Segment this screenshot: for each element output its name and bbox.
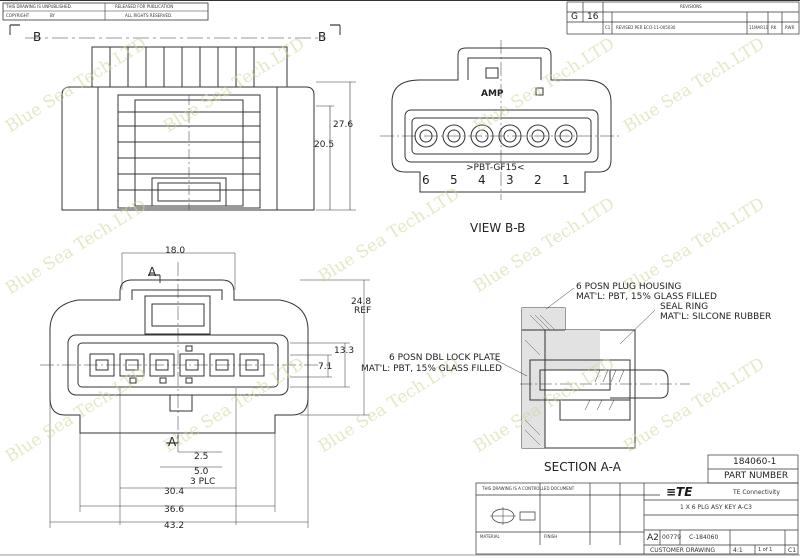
released-note: RELEASED FOR PUBLICATION (115, 4, 174, 9)
rights-note: ALL RIGHTS RESERVED. (125, 13, 173, 18)
cage-code: 00779 (662, 534, 682, 541)
rev-dist: 16 (587, 12, 599, 22)
dim-7-1: 7.1 (318, 362, 333, 372)
copyright-note: COPYRIGHT (6, 13, 30, 18)
company-name: TE Connectivity (733, 489, 780, 496)
dim-ref: REF (354, 306, 372, 316)
section-aa-title: SECTION A-A (544, 460, 621, 474)
rev-loc: G (571, 12, 578, 22)
drawing-size: A2 (647, 533, 659, 543)
section-aa (491, 287, 690, 449)
dim-36-6: 36.6 (164, 505, 185, 515)
dim-30-4: 30.4 (164, 487, 185, 497)
callout-seal-material: MAT'L: SILCONE RUBBER (660, 312, 772, 322)
drawing-revision: C1 (788, 547, 797, 554)
rev-date: 11MAR11 (749, 25, 769, 30)
rev-desc: REVISED PER ECO-11-005030 (616, 25, 676, 30)
callout-housing-name: 6 POSN PLUG HOUSING (576, 282, 682, 292)
drawing-number: C-184060 (689, 534, 719, 541)
customer-drawing-label: CUSTOMER DRAWING (650, 547, 715, 554)
front-view (40, 252, 370, 528)
cavity-number: 1 (562, 173, 570, 187)
dim-2-5: 2.5 (194, 452, 209, 462)
view-bb-title: VIEW B-B (470, 221, 526, 235)
part-number: 184060-1 (733, 457, 777, 467)
rev-dwn: RK (771, 25, 777, 30)
dim-20-5: 20.5 (314, 140, 335, 150)
dim-3-plc: 3 PLC (190, 477, 216, 487)
section-marker-b-left: B (33, 30, 42, 44)
te-logo: ≡TE (666, 485, 693, 499)
amp-brand-mark: AMP (481, 89, 504, 99)
cavity-number: 4 (478, 173, 486, 187)
revision-block (566, 1, 800, 35)
section-marker-b-right: B (318, 30, 327, 44)
cavity-number: 2 (534, 173, 542, 187)
material-mark: >PBT-GF15< (466, 163, 525, 173)
rev-apvd: RWR (785, 25, 795, 30)
dim-43-2: 43.2 (164, 521, 185, 531)
dim-13-3: 13.3 (334, 346, 355, 356)
material-label: MATERIAL (480, 534, 500, 539)
finish-label: FINISH (544, 534, 558, 539)
drawing-scale: 4:1 (733, 547, 743, 554)
view-bb (380, 40, 622, 200)
sheet-number: 1 of 1 (758, 547, 773, 553)
callout-seal-name: SEAL RING (660, 302, 709, 312)
side-view (9, 24, 356, 211)
drawing-description: 1 X 6 PLG ASY KEY A-C3 (680, 504, 752, 511)
rev-title: REVISIONS (680, 4, 702, 9)
dim-18-0: 18.0 (165, 246, 186, 256)
rev-p: C1 (605, 25, 611, 30)
confidential-note: THIS DRAWING IS UNPUBLISHED. (6, 4, 72, 9)
cavity-number: 3 (506, 173, 514, 187)
callout-housing-material: MAT'L: PBT, 15% GLASS FILLED (576, 292, 717, 302)
section-marker-a-top: A (148, 265, 157, 279)
dim-27-6: 27.6 (333, 120, 354, 130)
callout-lock-material: MAT'L: PBT, 15% GLASS FILLED (361, 364, 502, 374)
section-marker-a-bottom: A (168, 435, 177, 449)
cavity-number: 5 (450, 173, 458, 187)
dim-5-0: 5.0 (194, 467, 209, 477)
callout-lock-name: 6 POSN DBL LOCK PLATE (389, 353, 501, 363)
cavity-number: 6 (422, 173, 430, 187)
title-block (475, 454, 799, 555)
dim-24-8: 24.8 (351, 297, 372, 307)
controlled-document-note: THIS DRAWING IS A CONTROLLED DOCUMENT (482, 486, 575, 491)
part-number-label: PART NUMBER (724, 471, 789, 481)
copyright-by: BY (50, 13, 55, 18)
